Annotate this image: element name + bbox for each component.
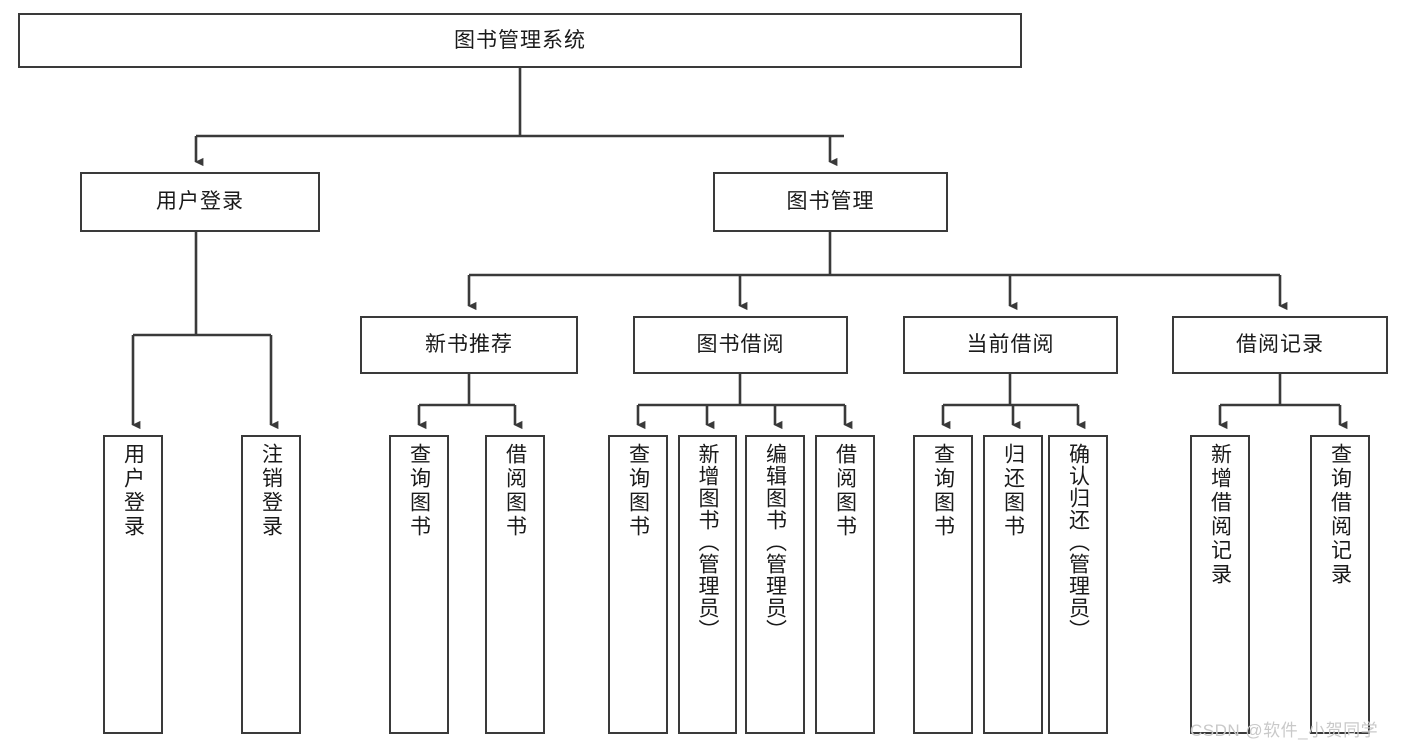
node-leaf-user-login-label: 用户登录	[121, 443, 145, 539]
node-user-login-label: 用户登录	[156, 190, 244, 214]
node-borrow-record-label: 借阅记录	[1236, 333, 1324, 357]
node-new-book-recommend-label: 新书推荐	[425, 333, 513, 357]
node-current-borrow-label: 当前借阅	[966, 333, 1055, 357]
csdn-watermark: CSDN @软件_小贺同学	[1190, 721, 1379, 740]
node-leaf-query-book-current[interactable]: 查询图书	[913, 435, 973, 734]
node-leaf-logout-login[interactable]: 注销登录	[241, 435, 301, 734]
node-leaf-query-borrow-record[interactable]: 查询借阅记录	[1310, 435, 1370, 734]
node-leaf-borrow-book-recommend-label: 借阅图书	[503, 443, 527, 539]
node-leaf-edit-book-admin[interactable]: 编辑图书（管理员）	[745, 435, 805, 734]
node-leaf-query-book-borrow-label: 查询图书	[626, 443, 650, 539]
node-leaf-query-book-current-label: 查询图书	[931, 443, 955, 539]
node-root[interactable]: 图书管理系统	[18, 13, 1022, 68]
node-book-borrow-label: 图书借阅	[696, 333, 785, 357]
node-leaf-confirm-return-admin[interactable]: 确认归还（管理员）	[1048, 435, 1108, 734]
node-leaf-logout-login-label: 注销登录	[259, 443, 283, 539]
node-current-borrow[interactable]: 当前借阅	[903, 316, 1118, 374]
node-user-login[interactable]: 用户登录	[80, 172, 320, 232]
node-leaf-query-book-borrow[interactable]: 查询图书	[608, 435, 668, 734]
node-book-management-label: 图书管理	[786, 190, 875, 214]
node-leaf-add-book-admin[interactable]: 新增图书（管理员）	[678, 435, 737, 734]
node-leaf-user-login[interactable]: 用户登录	[103, 435, 163, 734]
node-leaf-edit-book-admin-label: 编辑图书（管理员）	[763, 443, 787, 641]
node-leaf-borrow-book-recommend[interactable]: 借阅图书	[485, 435, 545, 734]
node-leaf-borrow-book[interactable]: 借阅图书	[815, 435, 875, 734]
node-book-borrow[interactable]: 图书借阅	[633, 316, 848, 374]
node-leaf-query-borrow-record-label: 查询借阅记录	[1328, 443, 1352, 587]
node-borrow-record[interactable]: 借阅记录	[1172, 316, 1388, 374]
node-leaf-return-book-label: 归还图书	[1001, 443, 1025, 539]
node-leaf-add-book-admin-label: 新增图书（管理员）	[696, 443, 719, 641]
node-leaf-query-book-recommend-label: 查询图书	[407, 443, 431, 539]
node-root-label: 图书管理系统	[454, 28, 586, 52]
node-leaf-confirm-return-admin-label: 确认归还（管理员）	[1066, 443, 1090, 641]
node-leaf-query-book-recommend[interactable]: 查询图书	[389, 435, 449, 734]
node-leaf-add-borrow-record[interactable]: 新增借阅记录	[1190, 435, 1250, 734]
node-leaf-add-borrow-record-label: 新增借阅记录	[1208, 443, 1232, 587]
node-new-book-recommend[interactable]: 新书推荐	[360, 316, 578, 374]
node-book-management[interactable]: 图书管理	[713, 172, 948, 232]
node-leaf-borrow-book-label: 借阅图书	[833, 443, 857, 539]
node-leaf-return-book[interactable]: 归还图书	[983, 435, 1043, 734]
